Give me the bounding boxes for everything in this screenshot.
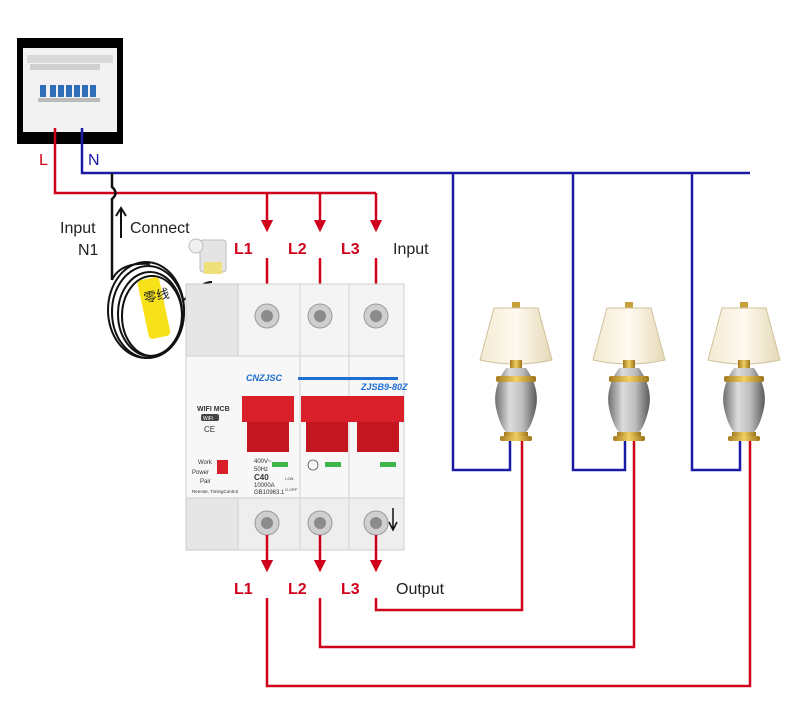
rating-voltage: 400V~ — [254, 459, 272, 465]
neutral-tag: 零线 — [137, 277, 171, 339]
breaker-handles — [242, 396, 404, 452]
live-input-wiring — [53, 128, 383, 305]
smart-breaker: CNZJSC ZJSB9-80Z WIFI MCB WiFi CE Work P… — [185, 283, 408, 551]
breaker-pair-button[interactable] — [217, 460, 228, 474]
input-terminals — [254, 303, 389, 329]
breaker-side-title: WIFI MCB — [197, 406, 230, 413]
output-label: Output — [396, 581, 445, 598]
breaker-remote-label: Remote, TimingControl — [192, 489, 238, 494]
svg-text:零线: 零线 — [142, 286, 171, 306]
neutral-wiring — [80, 128, 750, 472]
connect-arrow — [115, 206, 127, 238]
lamp-1 — [479, 301, 553, 442]
input-l1-label: L1 — [234, 241, 253, 258]
breaker-work-label: Work — [198, 460, 213, 466]
output-terminals — [254, 510, 389, 536]
rating-breaking: 10000A — [254, 483, 275, 489]
breaker-pair-label: Pair — [200, 479, 211, 485]
lamp-2 — [592, 301, 666, 442]
neutral-cable-coil — [107, 261, 213, 359]
neutral-connect-label: Connect — [130, 220, 190, 237]
panel-breakers — [38, 85, 100, 102]
rating-off: O-OFF — [285, 487, 298, 492]
breaker-ce-mark: CE — [204, 425, 215, 434]
distribution-panel — [17, 38, 123, 144]
rating-current: C40 — [254, 473, 269, 482]
output-l1-label: L1 — [234, 581, 253, 598]
input-l2-label: L2 — [288, 241, 307, 258]
breaker-power-label: Power — [192, 470, 209, 476]
rating-frequency: 50Hz — [254, 467, 268, 473]
breaker-brand: CNZJSC — [246, 373, 283, 383]
output-down-arrow — [388, 508, 398, 532]
output-l2-label: L2 — [288, 581, 307, 598]
breaker-model: ZJSB9-80Z — [360, 382, 408, 392]
input-label: Input — [393, 241, 429, 258]
neutral-connector — [188, 238, 227, 274]
breaker-wifi-badge: WiFi — [203, 416, 213, 422]
lamp-3 — [707, 301, 781, 442]
neutral-link-wire — [110, 173, 117, 280]
input-l3-label: L3 — [341, 241, 360, 258]
output-l3-label: L3 — [341, 581, 360, 598]
rating-standard: GB10963.1 — [254, 490, 285, 496]
panel-neutral-label: N — [88, 152, 100, 169]
panel-line-label: L — [39, 152, 48, 169]
neutral-input-label: Input — [60, 220, 96, 237]
rating-on: I-ON — [285, 476, 294, 481]
neutral-n1-label: N1 — [78, 242, 99, 259]
live-output-wiring — [260, 440, 752, 688]
